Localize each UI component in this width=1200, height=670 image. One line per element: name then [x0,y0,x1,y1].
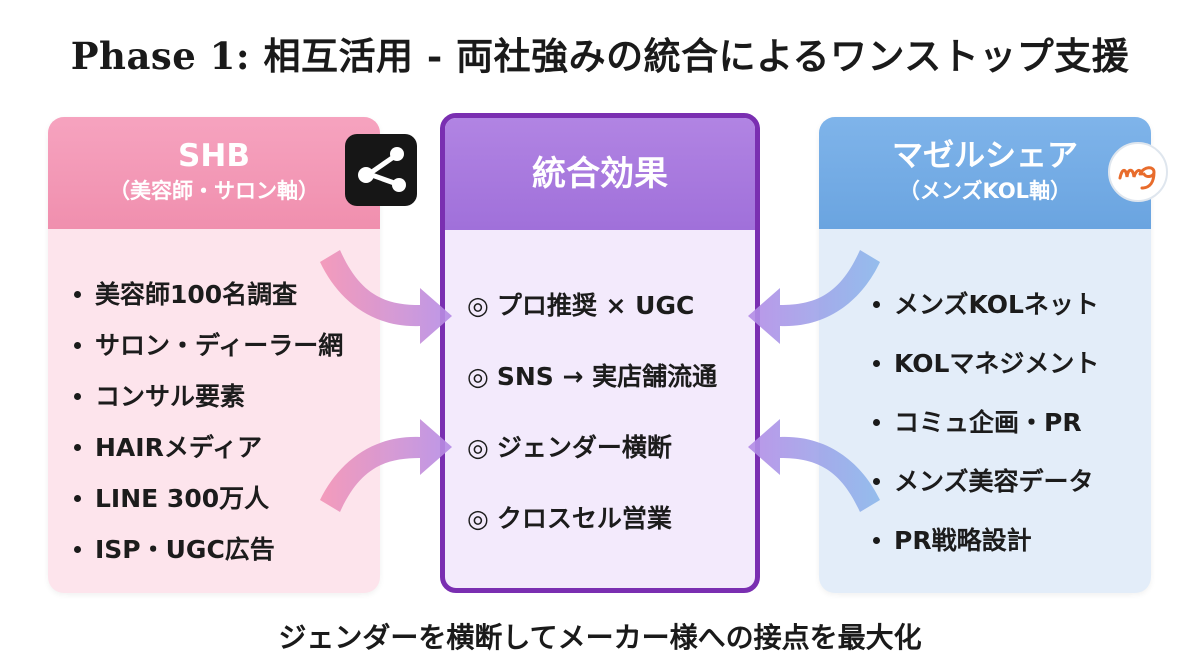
bullet-icon [873,419,880,426]
list-item: ◎プロ推奨 × UGC [467,291,695,320]
list-item: PR戦略設計 [873,511,1151,570]
list-item: サロン・ディーラー網 [74,320,380,371]
double-circle-icon: ◎ [467,504,489,533]
mazelshare-panel-header: マゼルシェア （メンズKOL軸） [819,117,1151,229]
shb-list: 美容師100名調査 サロン・ディーラー網 コンサル要素 HAIRメディア LIN… [48,229,380,575]
list-item: 美容師100名調査 [74,269,380,320]
list-item: コミュ企画・PR [873,393,1151,452]
bullet-icon [873,537,880,544]
bullet-icon [74,291,81,298]
mazelshare-subtitle: （メンズKOL軸） [898,179,1072,203]
shb-name: SHB [178,138,250,174]
list-item: ◎SNS → 実店舗流通 [467,362,718,391]
bullet-icon [873,478,880,485]
list-item: LINE 300万人 [74,473,380,524]
list-item: ◎ジェンダー横断 [467,433,672,462]
double-circle-icon: ◎ [467,291,489,320]
mazelshare-name: マゼルシェア [892,138,1078,174]
double-circle-icon: ◎ [467,362,489,391]
integration-panel: 統合効果 ◎プロ推奨 × UGC ◎SNS → 実店舗流通 ◎ジェンダー横断 ◎… [440,113,760,593]
bullet-icon [74,393,81,400]
bullet-icon [873,360,880,367]
list-item: コンサル要素 [74,371,380,422]
bullet-icon [74,546,81,553]
page-title: Phase 1: 相互活用 - 両社強みの統合によるワンストップ支援 [70,34,1130,78]
bullet-icon [74,342,81,349]
shb-panel-header: SHB （美容師・サロン軸） [48,117,380,229]
shb-panel: SHB （美容師・サロン軸） 美容師100名調査 サロン・ディーラー網 コンサル… [48,117,380,593]
bullet-icon [873,301,880,308]
mazelshare-panel: マゼルシェア （メンズKOL軸） メンズKOLネット KOLマネジメント コミュ… [819,117,1151,593]
mazelshare-list: メンズKOLネット KOLマネジメント コミュ企画・PR メンズ美容データ PR… [819,229,1151,570]
share-node-svg [358,147,406,192]
shb-subtitle: （美容師・サロン軸） [109,179,319,203]
integration-header: 統合効果 [445,118,755,230]
mz-logo-icon [1108,142,1168,202]
list-item: KOLマネジメント [873,334,1151,393]
list-item: ◎クロスセル営業 [467,504,672,533]
list-item: メンズKOLネット [873,275,1151,334]
list-item: ISP・UGC広告 [74,524,380,575]
bullet-icon [74,495,81,502]
footer-message: ジェンダーを横断してメーカー様への接点を最大化 [278,621,922,654]
bullet-icon [74,444,81,451]
list-item: メンズ美容データ [873,452,1151,511]
mz-logo-svg [1118,166,1156,190]
list-item: HAIRメディア [74,422,380,473]
double-circle-icon: ◎ [467,433,489,462]
integration-list: ◎プロ推奨 × UGC ◎SNS → 実店舗流通 ◎ジェンダー横断 ◎クロスセル… [445,230,755,554]
share-node-icon [345,134,417,206]
